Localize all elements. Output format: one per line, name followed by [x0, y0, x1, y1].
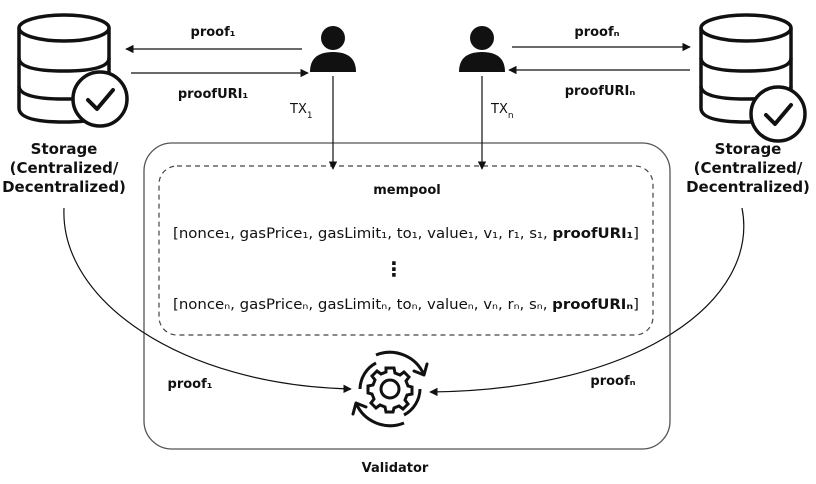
storage-right-line2: (Centralized/ [694, 159, 803, 177]
mempool-row-1: [nonce₁, gasPrice₁, gasLimit₁, to₁, valu… [173, 226, 639, 242]
mempool-ellipsis: ⋮ [384, 257, 404, 281]
validator-box [143, 142, 671, 450]
proof-left-label: proof₁ [191, 25, 236, 40]
mempool-title: mempool [373, 183, 441, 198]
txn-label: TXn [490, 102, 514, 121]
proof-uri-right-label: proofURIₙ [565, 84, 636, 99]
mempool-row-1-bold: proofURI₁ [552, 226, 633, 242]
proof-uri-left-label: proofURI₁ [178, 87, 248, 102]
validator-gear-icon [351, 350, 429, 428]
mempool-row-n: [nonceₙ, gasPriceₙ, gasLimitₙ, toₙ, valu… [173, 297, 639, 313]
storage-right-icon [699, 13, 807, 143]
mempool-box [158, 165, 654, 336]
storage-left-line2: (Centralized/ [10, 159, 119, 177]
validator-left-proof-label: proof₁ [168, 377, 213, 392]
mempool-row-n-bold: proofURIₙ [552, 297, 633, 313]
storage-left-line1: Storage [31, 140, 98, 158]
mempool-row-n-plain: [nonceₙ, gasPriceₙ, gasLimitₙ, toₙ, valu… [173, 297, 552, 313]
mempool-row-1-plain: [nonce₁, gasPrice₁, gasLimit₁, to₁, valu… [173, 226, 552, 242]
tx1-label-sub: 1 [307, 111, 313, 121]
tx1-label: TX1 [289, 102, 313, 121]
txn-label-base: TX [490, 102, 508, 117]
validator-right-proof-label: proofₙ [590, 374, 635, 389]
storage-right-line3: Decentralized) [686, 178, 810, 196]
txn-label-sub: n [508, 111, 514, 121]
mempool-row-1-close: ] [633, 226, 639, 242]
proof-right-label: proofₙ [574, 25, 619, 40]
mempool-row-n-close: ] [633, 297, 639, 313]
proof-left-curve [63, 207, 352, 394]
user-right-icon [459, 26, 505, 72]
storage-right-line1: Storage [715, 140, 782, 158]
storage-left-icon [17, 13, 129, 128]
tx1-label-base: TX [289, 102, 307, 117]
validator-label: Validator [362, 461, 429, 476]
proof-right-curve [429, 207, 745, 397]
storage-left-line3: Decentralized) [2, 178, 126, 196]
user-left-icon [310, 26, 356, 72]
